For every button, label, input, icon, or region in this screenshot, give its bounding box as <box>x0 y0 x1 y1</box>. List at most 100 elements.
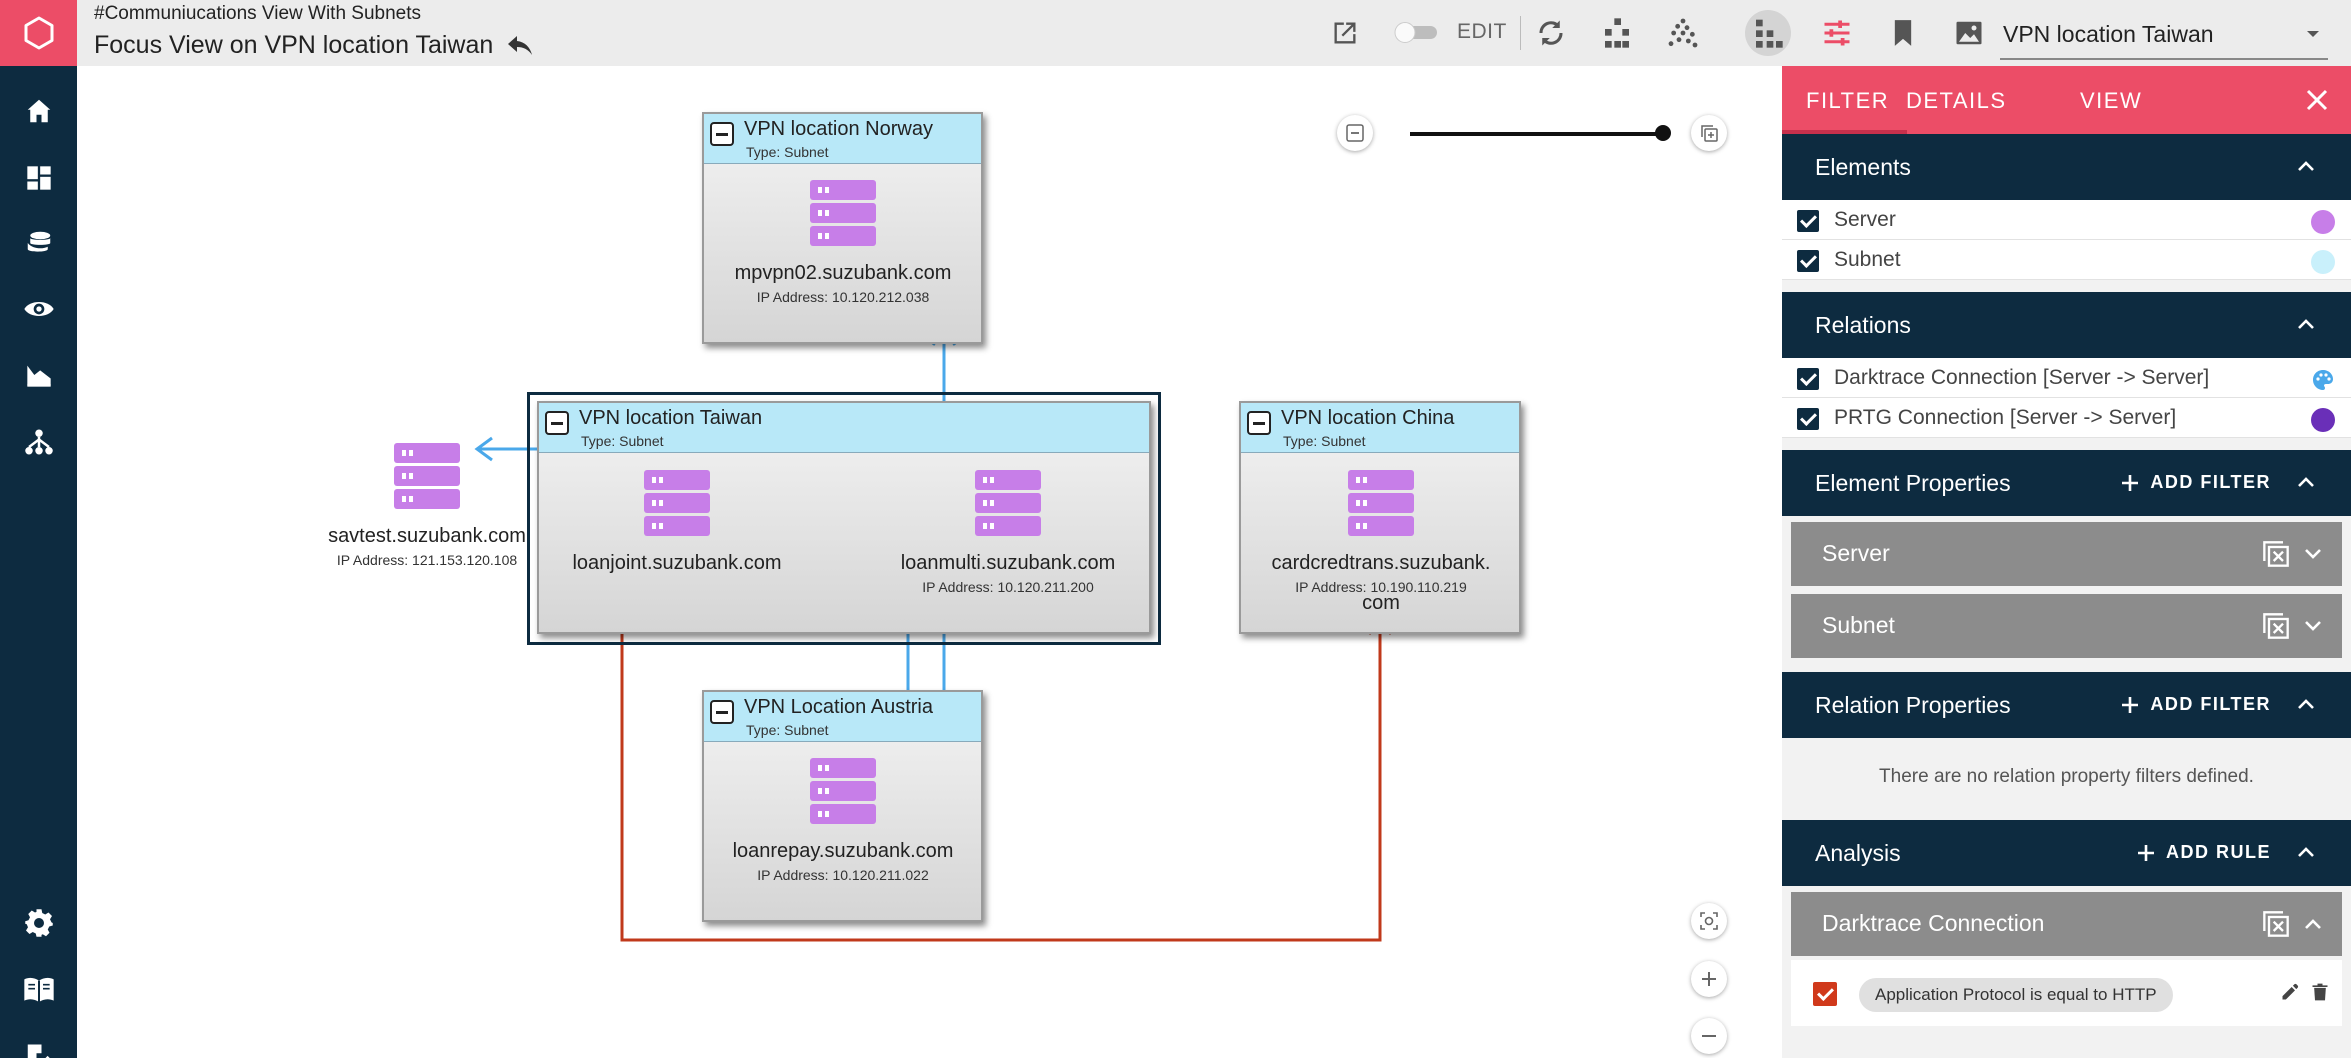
section-relation-properties-header[interactable]: Relation Properties ADD FILTER <box>1782 672 2351 738</box>
export-image-button[interactable] <box>1946 10 1992 56</box>
section-title: Relation Properties <box>1815 692 2011 718</box>
server-node[interactable]: mpvpn02.suzubank.com IP Address: 10.120.… <box>683 180 1003 305</box>
nav-views[interactable] <box>0 284 77 334</box>
subnet-taiwan[interactable]: VPN location Taiwan Type: Subnet <box>537 401 1151 634</box>
open-external-button[interactable] <box>1322 10 1368 56</box>
server-icon <box>1348 470 1414 536</box>
zoom-slider-track[interactable] <box>1410 132 1662 136</box>
server-node[interactable]: loanrepay.suzubank.com IP Address: 10.12… <box>683 758 1003 883</box>
subnet-norway[interactable]: VPN location Norway Type: Subnet <box>702 112 983 344</box>
plus-icon <box>2138 844 2154 861</box>
nav-data[interactable] <box>0 218 77 268</box>
tab-filter[interactable]: FILTER <box>1806 88 1890 113</box>
zoom-out-button[interactable] <box>1691 1018 1727 1054</box>
add-rule-button[interactable]: ADD RULE <box>2136 842 2271 863</box>
collapse-all-button[interactable] <box>1337 115 1373 151</box>
layout-hierarchical-button[interactable] <box>1594 10 1640 56</box>
collapse-icon[interactable] <box>710 700 734 724</box>
focus-element-select[interactable]: VPN location Taiwan <box>2000 8 2328 60</box>
nav-reports[interactable] <box>0 350 77 400</box>
server-node[interactable]: savtest.suzubank.com IP Address: 121.153… <box>267 443 587 568</box>
rule-checkbox[interactable] <box>1813 982 1837 1006</box>
server-node[interactable]: loanmulti.suzubank.com IP Address: 10.12… <box>848 470 1168 595</box>
layout-organic-button[interactable] <box>1660 10 1706 56</box>
element-filter-row[interactable]: Subnet <box>1782 240 2351 280</box>
checkbox-server[interactable] <box>1797 210 1819 232</box>
palette-icon[interactable] <box>2311 368 2335 392</box>
trash-icon[interactable] <box>2310 982 2330 1002</box>
subnet-header: VPN location China Type: Subnet <box>1241 403 1519 453</box>
expand-all-button[interactable] <box>1691 115 1727 151</box>
tab-details[interactable]: DETAILS <box>1906 88 2007 113</box>
chevron-down-icon[interactable] <box>2304 548 2322 560</box>
chevron-up-icon[interactable] <box>2297 476 2315 488</box>
property-card-server[interactable]: Server <box>1791 522 2342 586</box>
server-ip: IP Address: 10.120.212.038 <box>756 289 930 305</box>
checkbox-subnet[interactable] <box>1797 250 1819 272</box>
nav-export[interactable] <box>0 1032 77 1058</box>
server-node[interactable]: loanjoint.suzubank.com <box>517 470 837 575</box>
subnet-type: Type: Subnet <box>746 722 829 738</box>
server-ip: IP Address: 10.120.211.022 <box>757 867 929 883</box>
database-stack-icon <box>27 231 50 252</box>
nav-home[interactable] <box>0 86 77 136</box>
chevron-up-icon[interactable] <box>2304 918 2322 930</box>
selection-outline <box>527 392 1161 645</box>
section-relations-header[interactable]: Relations <box>1782 292 2351 358</box>
plus-icon <box>2122 474 2139 491</box>
clear-filter-icon[interactable] <box>2262 910 2290 938</box>
nav-dashboard[interactable] <box>0 153 77 203</box>
relation-filter-row[interactable]: PRTG Connection [Server -> Server] <box>1782 398 2351 438</box>
relation-filter-row[interactable]: Darktrace Connection [Server -> Server] <box>1782 358 2351 398</box>
clear-filter-icon[interactable] <box>2262 540 2290 568</box>
fit-to-screen-button[interactable] <box>1691 903 1727 939</box>
chevron-up-icon[interactable] <box>2297 318 2315 330</box>
zoom-in-button[interactable] <box>1691 961 1727 997</box>
nav-hierarchy[interactable] <box>0 417 77 467</box>
pencil-icon[interactable] <box>2280 982 2300 1002</box>
close-icon[interactable] <box>2305 88 2329 112</box>
tab-view[interactable]: VIEW <box>2080 88 2143 113</box>
checkbox-darktrace[interactable] <box>1797 368 1819 390</box>
hierarchy-icon <box>24 429 53 455</box>
checkbox-prtg[interactable] <box>1797 408 1819 430</box>
analysis-card-darktrace[interactable]: Darktrace Connection <box>1791 892 2342 956</box>
minus-icon <box>1702 1035 1716 1037</box>
clear-filter-icon[interactable] <box>2262 612 2290 640</box>
subnet-name: VPN Location Austria <box>744 696 933 718</box>
nav-settings[interactable] <box>0 898 77 948</box>
chevron-up-icon[interactable] <box>2297 160 2315 172</box>
subnet-austria[interactable]: VPN Location Austria Type: Subnet <box>702 690 983 922</box>
section-title: Elements <box>1815 154 1911 180</box>
chevron-up-icon[interactable] <box>2297 698 2315 710</box>
open-external-icon <box>1334 22 1356 44</box>
chevron-down-icon[interactable] <box>2304 620 2322 632</box>
refresh-button[interactable] <box>1528 10 1574 56</box>
rule-chip[interactable]: Application Protocol is equal to HTTP <box>1859 978 2173 1012</box>
element-filter-row[interactable]: Server <box>1782 200 2351 240</box>
app-logo[interactable] <box>0 0 77 66</box>
color-swatch[interactable] <box>2311 408 2335 432</box>
copy-layers-icon <box>1701 125 1718 142</box>
collapse-icon[interactable] <box>710 122 734 146</box>
section-analysis-header[interactable]: Analysis ADD RULE <box>1782 820 2351 886</box>
bookmark-button[interactable] <box>1880 10 1926 56</box>
server-node[interactable]: cardcredtrans.suzubank. IP Address: 10.1… <box>1221 470 1541 595</box>
filter-panel: FILTER DETAILS VIEW Elements Server Subn… <box>1782 66 2351 1058</box>
edit-toggle[interactable] <box>1393 20 1439 44</box>
collapse-icon[interactable] <box>1247 411 1271 435</box>
filter-settings-button[interactable] <box>1814 10 1860 56</box>
add-element-filter-button[interactable]: ADD FILTER <box>2120 472 2271 493</box>
color-swatch[interactable] <box>2311 210 2335 234</box>
property-card-subnet[interactable]: Subnet <box>1791 594 2342 658</box>
add-relation-filter-button[interactable]: ADD FILTER <box>2120 694 2271 715</box>
graph-canvas[interactable]: VPN location Norway Type: Subnet VPN loc… <box>77 66 1782 1058</box>
nav-docs[interactable] <box>0 965 77 1015</box>
color-swatch[interactable] <box>2311 250 2335 274</box>
collapse-icon[interactable] <box>545 411 569 435</box>
section-element-properties-header[interactable]: Element Properties ADD FILTER <box>1782 450 2351 516</box>
undo-arrow-icon[interactable] <box>507 35 533 57</box>
zoom-slider-handle[interactable] <box>1655 125 1671 141</box>
chevron-up-icon[interactable] <box>2297 846 2315 858</box>
section-elements-header[interactable]: Elements <box>1782 134 2351 200</box>
